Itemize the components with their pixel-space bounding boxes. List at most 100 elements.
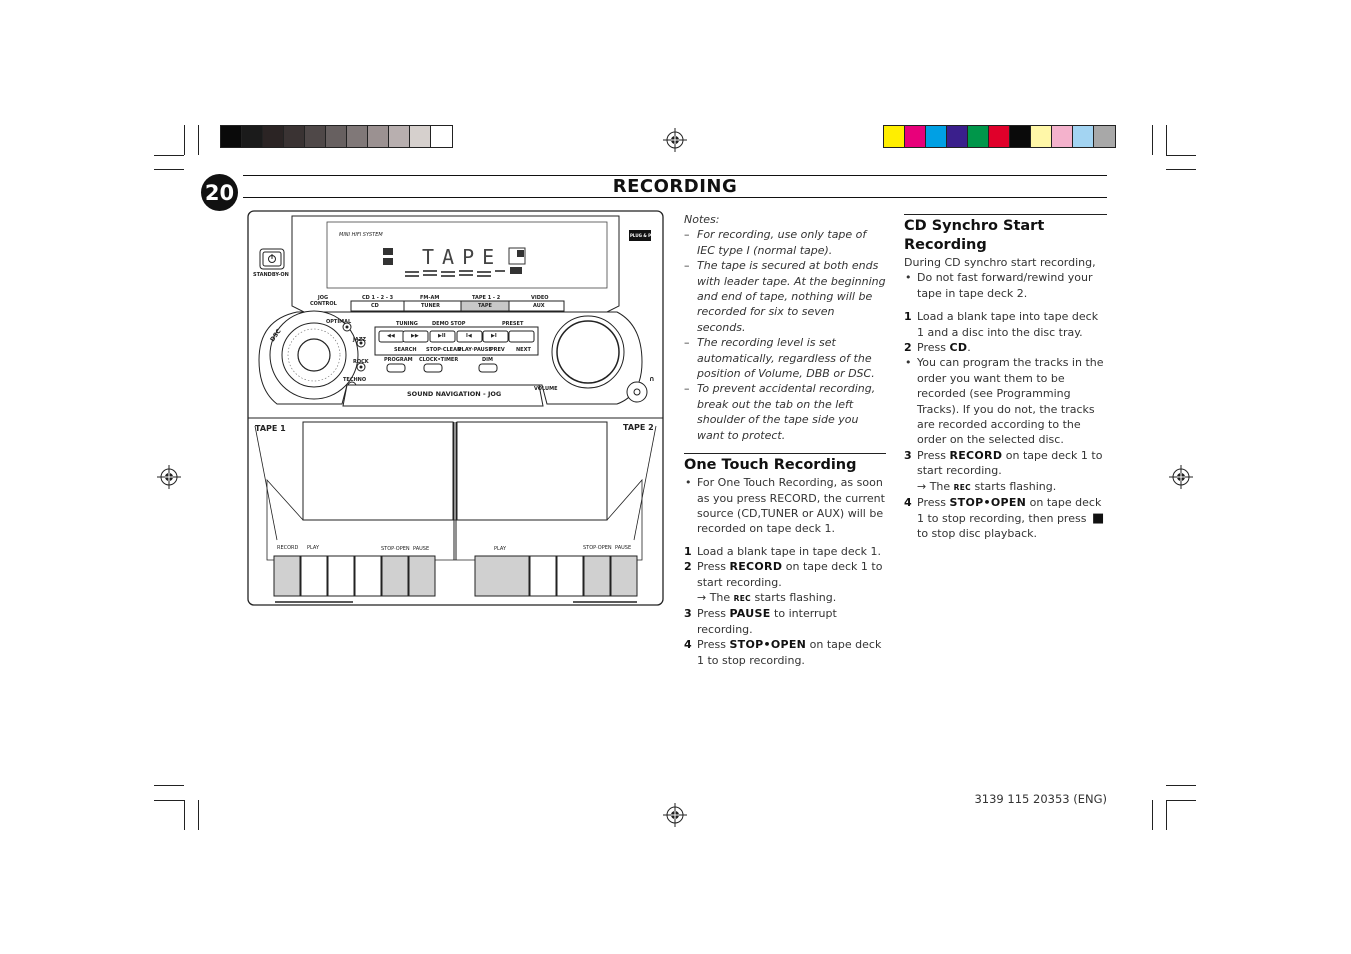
clock-timer-button[interactable]: CLOCK•TIMER xyxy=(419,357,459,363)
display-readout: TAPE xyxy=(422,245,503,269)
tape2-label: TAPE 2 xyxy=(623,423,654,432)
note-item: The recording level is set automatically… xyxy=(684,335,886,381)
one-touch-heading: One Touch Recording xyxy=(684,457,857,474)
right-column: CD Synchro Start Recording During CD syn… xyxy=(904,214,1107,541)
source-aux-button[interactable]: AUX xyxy=(533,303,545,309)
standby-label: STANDBY-ON xyxy=(253,272,289,278)
source-cd-button[interactable]: CD xyxy=(371,303,379,309)
plug-play-badge: PLUG & PLAY xyxy=(630,233,660,238)
stop-clean-label: STOP·CLEAN xyxy=(426,347,462,353)
gray-swatch xyxy=(305,126,326,147)
gray-swatch xyxy=(242,126,263,147)
program-button[interactable]: PROGRAM xyxy=(384,357,413,363)
registration-mark-left xyxy=(157,465,181,489)
deck1-pause-key[interactable]: PAUSE xyxy=(413,546,430,552)
page-title: RECORDING xyxy=(612,176,738,197)
tuning-label: TUNING xyxy=(396,321,418,327)
sound-navigation-label: SOUND NAVIGATION - JOG xyxy=(407,390,502,398)
demo-stop-label: DEMO STOP xyxy=(432,321,466,327)
rewind-icon[interactable]: ◀◀ xyxy=(387,333,395,339)
play-pause-icon[interactable]: ▶II xyxy=(438,333,446,339)
source-tape-button[interactable]: TAPE xyxy=(478,303,492,309)
color-swatch xyxy=(1073,126,1094,147)
deck2-stop-open-key[interactable]: STOP·OPEN xyxy=(583,545,612,551)
title-rule-bottom xyxy=(243,197,1107,198)
next-icon[interactable]: ▶I xyxy=(491,333,497,339)
dim-button[interactable]: DIM xyxy=(482,357,493,363)
source-video-top: VIDEO xyxy=(531,295,549,301)
fast-forward-icon[interactable]: ▶▶ xyxy=(411,333,419,339)
deck2-pause-key[interactable]: PAUSE xyxy=(615,545,632,551)
gray-swatch xyxy=(263,126,284,147)
cd-synchro-bullet-2: You can program the tracks in the order … xyxy=(904,355,1107,447)
color-swatch xyxy=(1010,126,1031,147)
cd-synchro-bullet-1: Do not fast forward/rewind your tape in … xyxy=(904,270,1107,301)
source-tape-top: TAPE 1 - 2 xyxy=(472,295,501,301)
source-cd-top: CD 1 - 2 - 3 xyxy=(362,295,394,301)
registration-mark-right xyxy=(1169,465,1193,489)
page-number: 20 xyxy=(201,174,238,211)
tape1-label: TAPE 1 xyxy=(255,424,286,433)
title-rule-top xyxy=(243,175,1107,176)
color-swatch xyxy=(1094,126,1115,147)
gray-swatch xyxy=(221,126,242,147)
play-pause-label: PLAY·PAUSE xyxy=(458,347,492,353)
gray-swatch xyxy=(410,126,431,147)
gray-swatch xyxy=(347,126,368,147)
note-item: To prevent accidental recording, break o… xyxy=(684,381,886,443)
cd-synchro-heading: CD Synchro Start Recording xyxy=(904,218,1045,253)
one-touch-step-2-result: → The REC starts flashing. xyxy=(697,590,837,604)
brand-label: MINI HIFI SYSTEM xyxy=(339,232,383,238)
color-swatch xyxy=(947,126,968,147)
standby-icon[interactable] xyxy=(260,249,284,269)
source-tuner-top: FM-AM xyxy=(420,295,440,301)
deck2-play-key[interactable]: PLAY xyxy=(494,546,507,552)
deck1-record-key[interactable]: RECORD xyxy=(277,545,299,551)
jog-control-label: JOG CONTROL xyxy=(310,295,337,307)
eq-techno-label: TECHNO xyxy=(343,377,367,383)
gray-swatch xyxy=(389,126,410,147)
volume-label: VOLUME xyxy=(534,386,558,392)
cd-synchro-step-3-result: → The REC starts flashing. xyxy=(917,479,1057,493)
headphones-icon: ∩ xyxy=(649,375,655,383)
section-rule xyxy=(684,453,886,455)
registration-mark-top xyxy=(663,128,687,152)
source-tuner-button[interactable]: TUNER xyxy=(421,303,440,309)
gray-swatch xyxy=(284,126,305,147)
deck1-stop-open-key[interactable]: STOP·OPEN xyxy=(381,546,410,552)
prev-label: PREV xyxy=(490,347,505,353)
one-touch-bullet: For One Touch Recording, as soon as you … xyxy=(684,475,886,537)
catalog-number: 3139 115 20353 (ENG) xyxy=(974,792,1107,806)
preset-label: PRESET xyxy=(502,321,524,327)
hifi-system-illustration: MINI HIFI SYSTEM TAPE PLUG & PLAY STANDB… xyxy=(247,210,664,606)
color-swatch xyxy=(989,126,1010,147)
next-label: NEXT xyxy=(516,347,531,353)
color-swatch xyxy=(884,126,905,147)
deck1-play-key[interactable]: PLAY xyxy=(307,545,320,551)
notes-heading: Notes: xyxy=(684,213,720,226)
section-rule xyxy=(904,214,1107,215)
color-swatch xyxy=(905,126,926,147)
color-calibration-bar xyxy=(883,125,1116,148)
eq-optimal-label: OPTIMAL xyxy=(326,319,352,325)
gray-swatch xyxy=(431,126,452,147)
gray-swatch xyxy=(326,126,347,147)
search-label: SEARCH xyxy=(394,347,417,353)
registration-mark-bottom xyxy=(663,803,687,827)
eq-rock-label: ROCK xyxy=(353,359,369,365)
note-item: The tape is secured at both ends with le… xyxy=(684,258,886,335)
color-swatch xyxy=(926,126,947,147)
gray-swatch xyxy=(368,126,389,147)
color-swatch xyxy=(968,126,989,147)
note-item: For recording, use only tape of IEC type… xyxy=(684,227,886,258)
stop-square-icon: ■ xyxy=(1091,510,1105,526)
color-swatch xyxy=(1052,126,1073,147)
prev-icon[interactable]: I◀ xyxy=(466,333,472,339)
